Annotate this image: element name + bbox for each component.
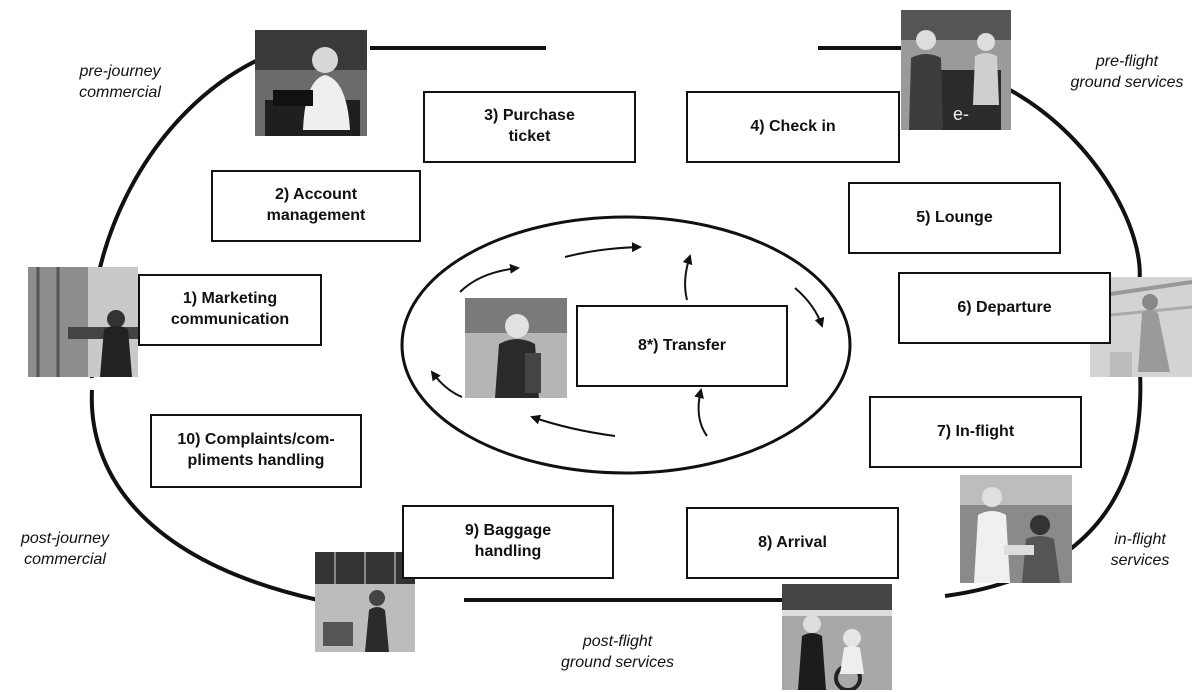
svg-text:e-: e- xyxy=(953,104,969,124)
outer-arc-lower-right xyxy=(944,371,1143,598)
step-lounge: 5) Lounge xyxy=(848,182,1061,254)
step-departure: 6) Departure xyxy=(898,272,1111,344)
checkin-photo: e- xyxy=(901,10,1011,130)
transfer-arrow-2 xyxy=(564,242,642,258)
step-complaints-handling: 10) Complaints/com- pliments handling xyxy=(150,414,362,488)
phase-label-pre-flight: pre-flight ground services xyxy=(1070,53,1184,91)
phase-label-post-flight: post-flight ground services xyxy=(561,633,674,671)
transfer-loop-ellipse xyxy=(400,215,852,475)
transfer-arrow-6 xyxy=(530,414,616,437)
transfer-arrow-3 xyxy=(682,254,693,301)
step-marketing-communication: 1) Marketing communication xyxy=(138,274,322,346)
transfer-arrow-5 xyxy=(694,388,708,437)
step-arrival: 8) Arrival xyxy=(686,507,899,579)
step-account-management: 2) Account management xyxy=(211,170,421,242)
phase-label-post-journey: post-journey commercial xyxy=(20,530,110,568)
cabin-service-photo xyxy=(960,475,1072,583)
outer-arc-right xyxy=(1009,88,1142,291)
transfer-arrow-1 xyxy=(459,263,520,293)
traveller-photo xyxy=(465,298,567,398)
office-worker-photo xyxy=(28,267,138,377)
phase-label-in-flight: in-flight services xyxy=(1110,531,1170,569)
baggage-photo xyxy=(315,552,415,652)
transfer-arrow-7 xyxy=(430,370,463,398)
businesswoman-photo xyxy=(255,30,367,136)
step-baggage-handling: 9) Baggage handling xyxy=(402,505,614,579)
step-check-in: 4) Check in xyxy=(686,91,900,163)
step-transfer: 8*) Transfer xyxy=(576,305,788,387)
phase-label-pre-journey: pre-journey commercial xyxy=(79,63,161,101)
transfer-arrow-4 xyxy=(794,287,825,328)
arrival-photo xyxy=(782,584,892,690)
step-purchase-ticket: 3) Purchase ticket xyxy=(423,91,636,163)
outer-arc-bottom-left xyxy=(89,389,319,602)
step-in-flight: 7) In-flight xyxy=(869,396,1082,468)
